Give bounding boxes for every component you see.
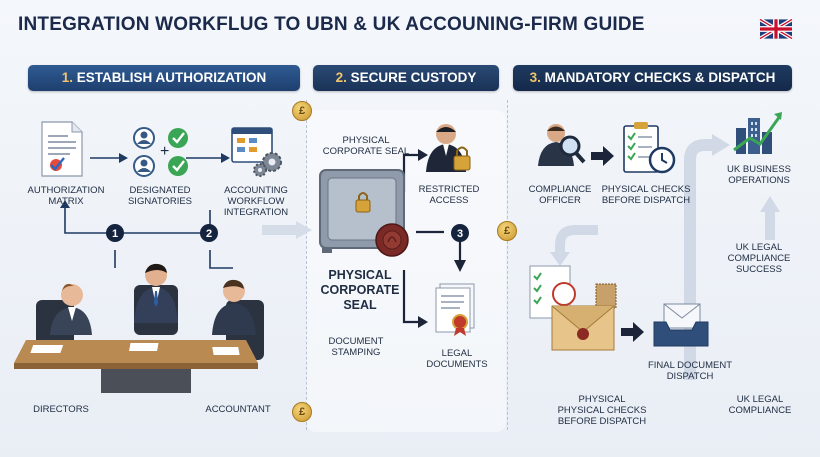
uk-business-operations-label: UK BUSINESS OPERATIONS — [727, 164, 791, 186]
section-label: SECURE CUSTODY — [350, 70, 477, 85]
accountant-label: ACCOUNTANT — [205, 404, 271, 415]
step-marker-number: 3 — [457, 228, 463, 240]
page-title: INTEGRATION WORKFLUG TO UBN & UK ACCOUNI… — [18, 14, 645, 35]
secure-safe-icon — [319, 169, 409, 257]
authorization-matrix-icon — [41, 121, 83, 177]
uk-business-operations-icon — [733, 112, 782, 154]
svg-text:+: + — [160, 143, 169, 160]
compliance-officer-label: COMPLIANCE OFFICER — [528, 184, 592, 206]
pound-coin-icon: £ — [292, 101, 312, 121]
section-banner-authorization: 1. ESTABLISH AUTHORIZATION — [28, 65, 300, 91]
restricted-access-guard-icon — [426, 124, 471, 172]
physical-seal-big-label: PHYSICAL CORPORATE SEAL — [320, 268, 400, 312]
custody-panel — [306, 110, 506, 432]
section-divider — [507, 100, 508, 430]
step-marker: 1 — [106, 224, 124, 242]
directors-label: DIRECTORS — [33, 404, 89, 415]
step-marker: 2 — [200, 224, 218, 242]
final-dispatch-tray-icon — [653, 303, 709, 347]
compliance-officer-icon — [538, 124, 586, 166]
uk-legal-compliance-success-label: UK LEGAL COMPLIANCE SUCCESS — [727, 242, 791, 275]
legal-documents-icon — [435, 283, 475, 336]
document-envelope-icon — [529, 265, 617, 351]
section-banner-checks: 3. MANDATORY CHECKS & DISPATCH — [513, 65, 792, 91]
physical-checks-bottom-label: PHYSICAL PHYSICAL CHECKS BEFORE DISPATCH — [557, 394, 647, 427]
physical-checks-top-label: PHYSICAL CHECKS BEFORE DISPATCH — [601, 184, 691, 206]
section-label: MANDATORY CHECKS & DISPATCH — [544, 70, 776, 85]
physical-seal-small-label: PHYSICAL CORPORATE SEAL — [322, 135, 410, 157]
section-number: 1. — [61, 70, 73, 85]
step-marker-number: 2 — [206, 228, 212, 240]
accounting-workflow-icon — [231, 127, 282, 177]
accounting-workflow-label: ACCOUNTING WORKFLOW INTEGRATION — [223, 185, 289, 218]
section-label: ESTABLISH AUTHORIZATION — [76, 70, 267, 85]
designated-signatories-label: DESIGNATED SIGNATORIES — [127, 185, 193, 207]
final-document-dispatch-label: FINAL DOCUMENT DISPATCH — [647, 360, 733, 382]
section-banner-custody: 2. SECURE CUSTODY — [313, 65, 499, 91]
designated-signatories-icon: + — [133, 127, 188, 177]
section-number: 2. — [335, 70, 347, 85]
document-stamping-label: DOCUMENT STAMPING — [328, 336, 384, 358]
physical-checks-clipboard-icon — [623, 122, 676, 174]
section-divider — [306, 100, 307, 430]
pound-coin-icon: £ — [292, 402, 312, 422]
directors-meeting-illustration — [14, 263, 264, 393]
restricted-access-label: RESTRICTED ACCESS — [418, 184, 480, 206]
step-marker-number: 1 — [112, 228, 118, 240]
section-number: 3. — [529, 70, 541, 85]
step-marker: 3 — [451, 224, 469, 242]
pound-coin-icon: £ — [497, 221, 517, 241]
uk-flag-icon — [759, 17, 793, 41]
authorization-matrix-label: AUTHORIZATION MATRIX — [27, 185, 105, 207]
uk-legal-compliance-label: UK LEGAL COMPLIANCE — [728, 394, 792, 416]
legal-documents-label: LEGAL DOCUMENTS — [426, 348, 488, 370]
